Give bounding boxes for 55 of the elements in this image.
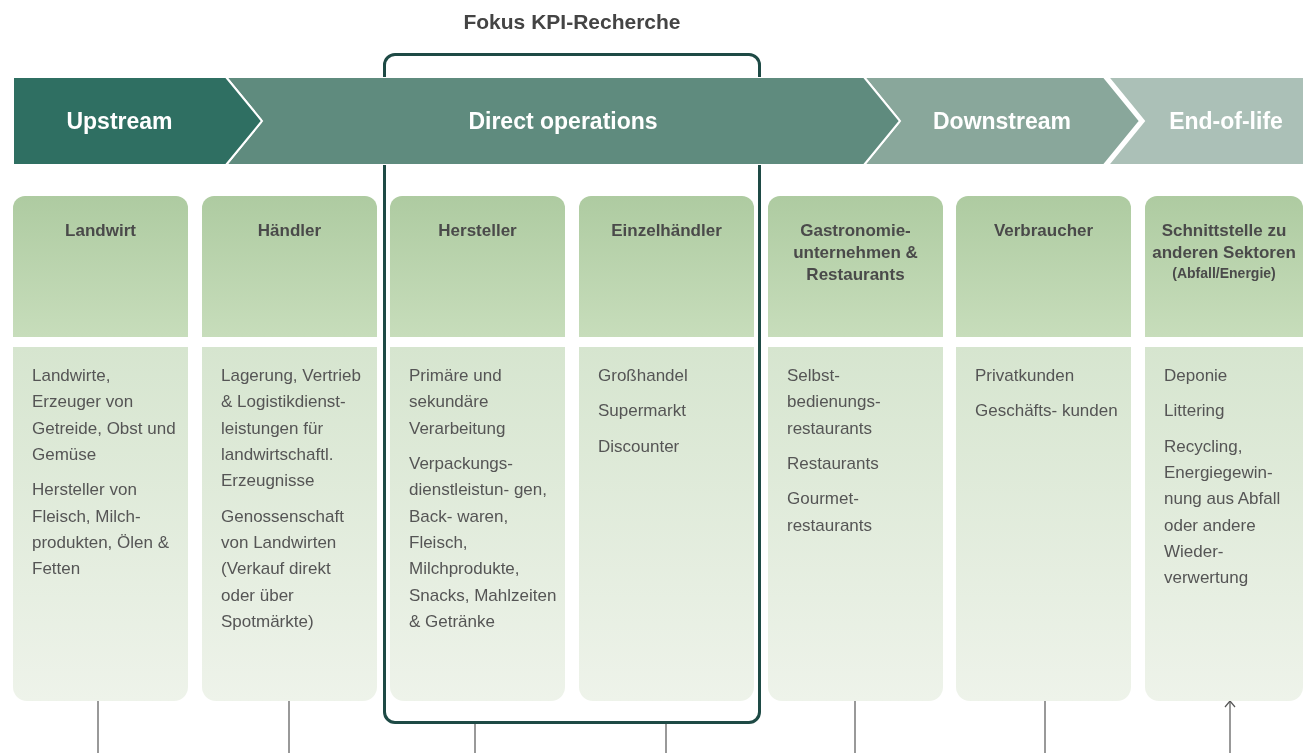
item-text: Großhandel bbox=[598, 365, 689, 387]
column-panel bbox=[390, 347, 565, 701]
column-title: Händler bbox=[256, 220, 323, 242]
column-panel bbox=[13, 347, 188, 701]
connector-line bbox=[97, 700, 99, 753]
item-text: Restaurants bbox=[787, 453, 880, 476]
column-title: Verbraucher bbox=[992, 220, 1095, 242]
column-panel bbox=[768, 347, 943, 701]
item-text: Primäre und sekundäre Verarbeitung bbox=[409, 365, 507, 440]
item-text: Lagerung, Vertrieb & Logistikdienst- leistungen für landwirtschaftl. Erzeugnisse bbox=[221, 365, 362, 493]
connector-line bbox=[1044, 700, 1046, 753]
item-text: Supermarkt bbox=[598, 400, 687, 423]
column-title: Schnittstelle zu anderen Sektoren bbox=[1151, 220, 1297, 265]
item-text: Selbst- bedienungs- restaurants bbox=[787, 365, 882, 440]
column-header bbox=[390, 196, 565, 337]
item-text: Privatkunden bbox=[975, 365, 1076, 387]
column-header bbox=[1145, 196, 1303, 337]
item-text: Deponie bbox=[1164, 365, 1229, 387]
item-text: Hersteller von Fleisch, Milch- produkten, Ölen & Fetten bbox=[32, 479, 171, 581]
focus-title: Fokus KPI-Recherche bbox=[462, 10, 682, 34]
item-text: Geschäfts- kunden bbox=[975, 400, 1119, 423]
stage-label: End-of-life bbox=[1169, 107, 1283, 135]
item-text: Landwirte, Erzeuger von Getreide, Obst und Gemüse bbox=[32, 365, 177, 467]
stage-label: Upstream bbox=[66, 107, 173, 135]
connector-line bbox=[854, 700, 856, 753]
connector-line bbox=[474, 723, 476, 753]
item-text: Verpackungs- dienstleistun- gen, Back- waren, Fleisch, Milchprodukte, Snacks, Mahlzeiten & Getränke bbox=[409, 453, 557, 634]
stage-label: Downstream bbox=[932, 107, 1071, 135]
column-title: Gastronomie- unternehmen & Restaurants bbox=[792, 220, 919, 287]
column-panel bbox=[202, 347, 377, 701]
connector-line bbox=[288, 700, 290, 753]
header-note: (Abfall/Energie) bbox=[1171, 264, 1277, 283]
item-text: Recycling, Energiegewin- nung aus Abfall oder andere Wieder- verwertung bbox=[1164, 435, 1282, 590]
arrow bbox=[1224, 700, 1236, 753]
stage-label: Direct operations bbox=[468, 107, 658, 135]
column-header bbox=[13, 196, 188, 337]
column-header bbox=[579, 196, 754, 337]
column-title: Hersteller bbox=[437, 220, 518, 242]
column-header bbox=[202, 196, 377, 337]
column-header bbox=[768, 196, 943, 337]
item-text: Genossenschaft von Landwirten (Verkauf direkt oder über Spotmärkte) bbox=[221, 505, 345, 634]
column-panel bbox=[579, 347, 754, 701]
column-title: Landwirt bbox=[64, 220, 137, 242]
item-text: Gourmet- restaurants bbox=[787, 488, 874, 537]
column-header bbox=[956, 196, 1131, 337]
chevron-band bbox=[13, 77, 262, 165]
item-text: Littering bbox=[1164, 400, 1226, 423]
column-panel bbox=[1145, 347, 1303, 701]
chevron-band bbox=[864, 77, 1140, 165]
column-panel bbox=[956, 347, 1131, 701]
chevron-band bbox=[226, 77, 900, 165]
chevron-band bbox=[1108, 77, 1303, 165]
item-text: Discounter bbox=[598, 435, 681, 458]
column-title: Einzelhändler bbox=[610, 220, 723, 242]
connector-line bbox=[665, 723, 667, 753]
